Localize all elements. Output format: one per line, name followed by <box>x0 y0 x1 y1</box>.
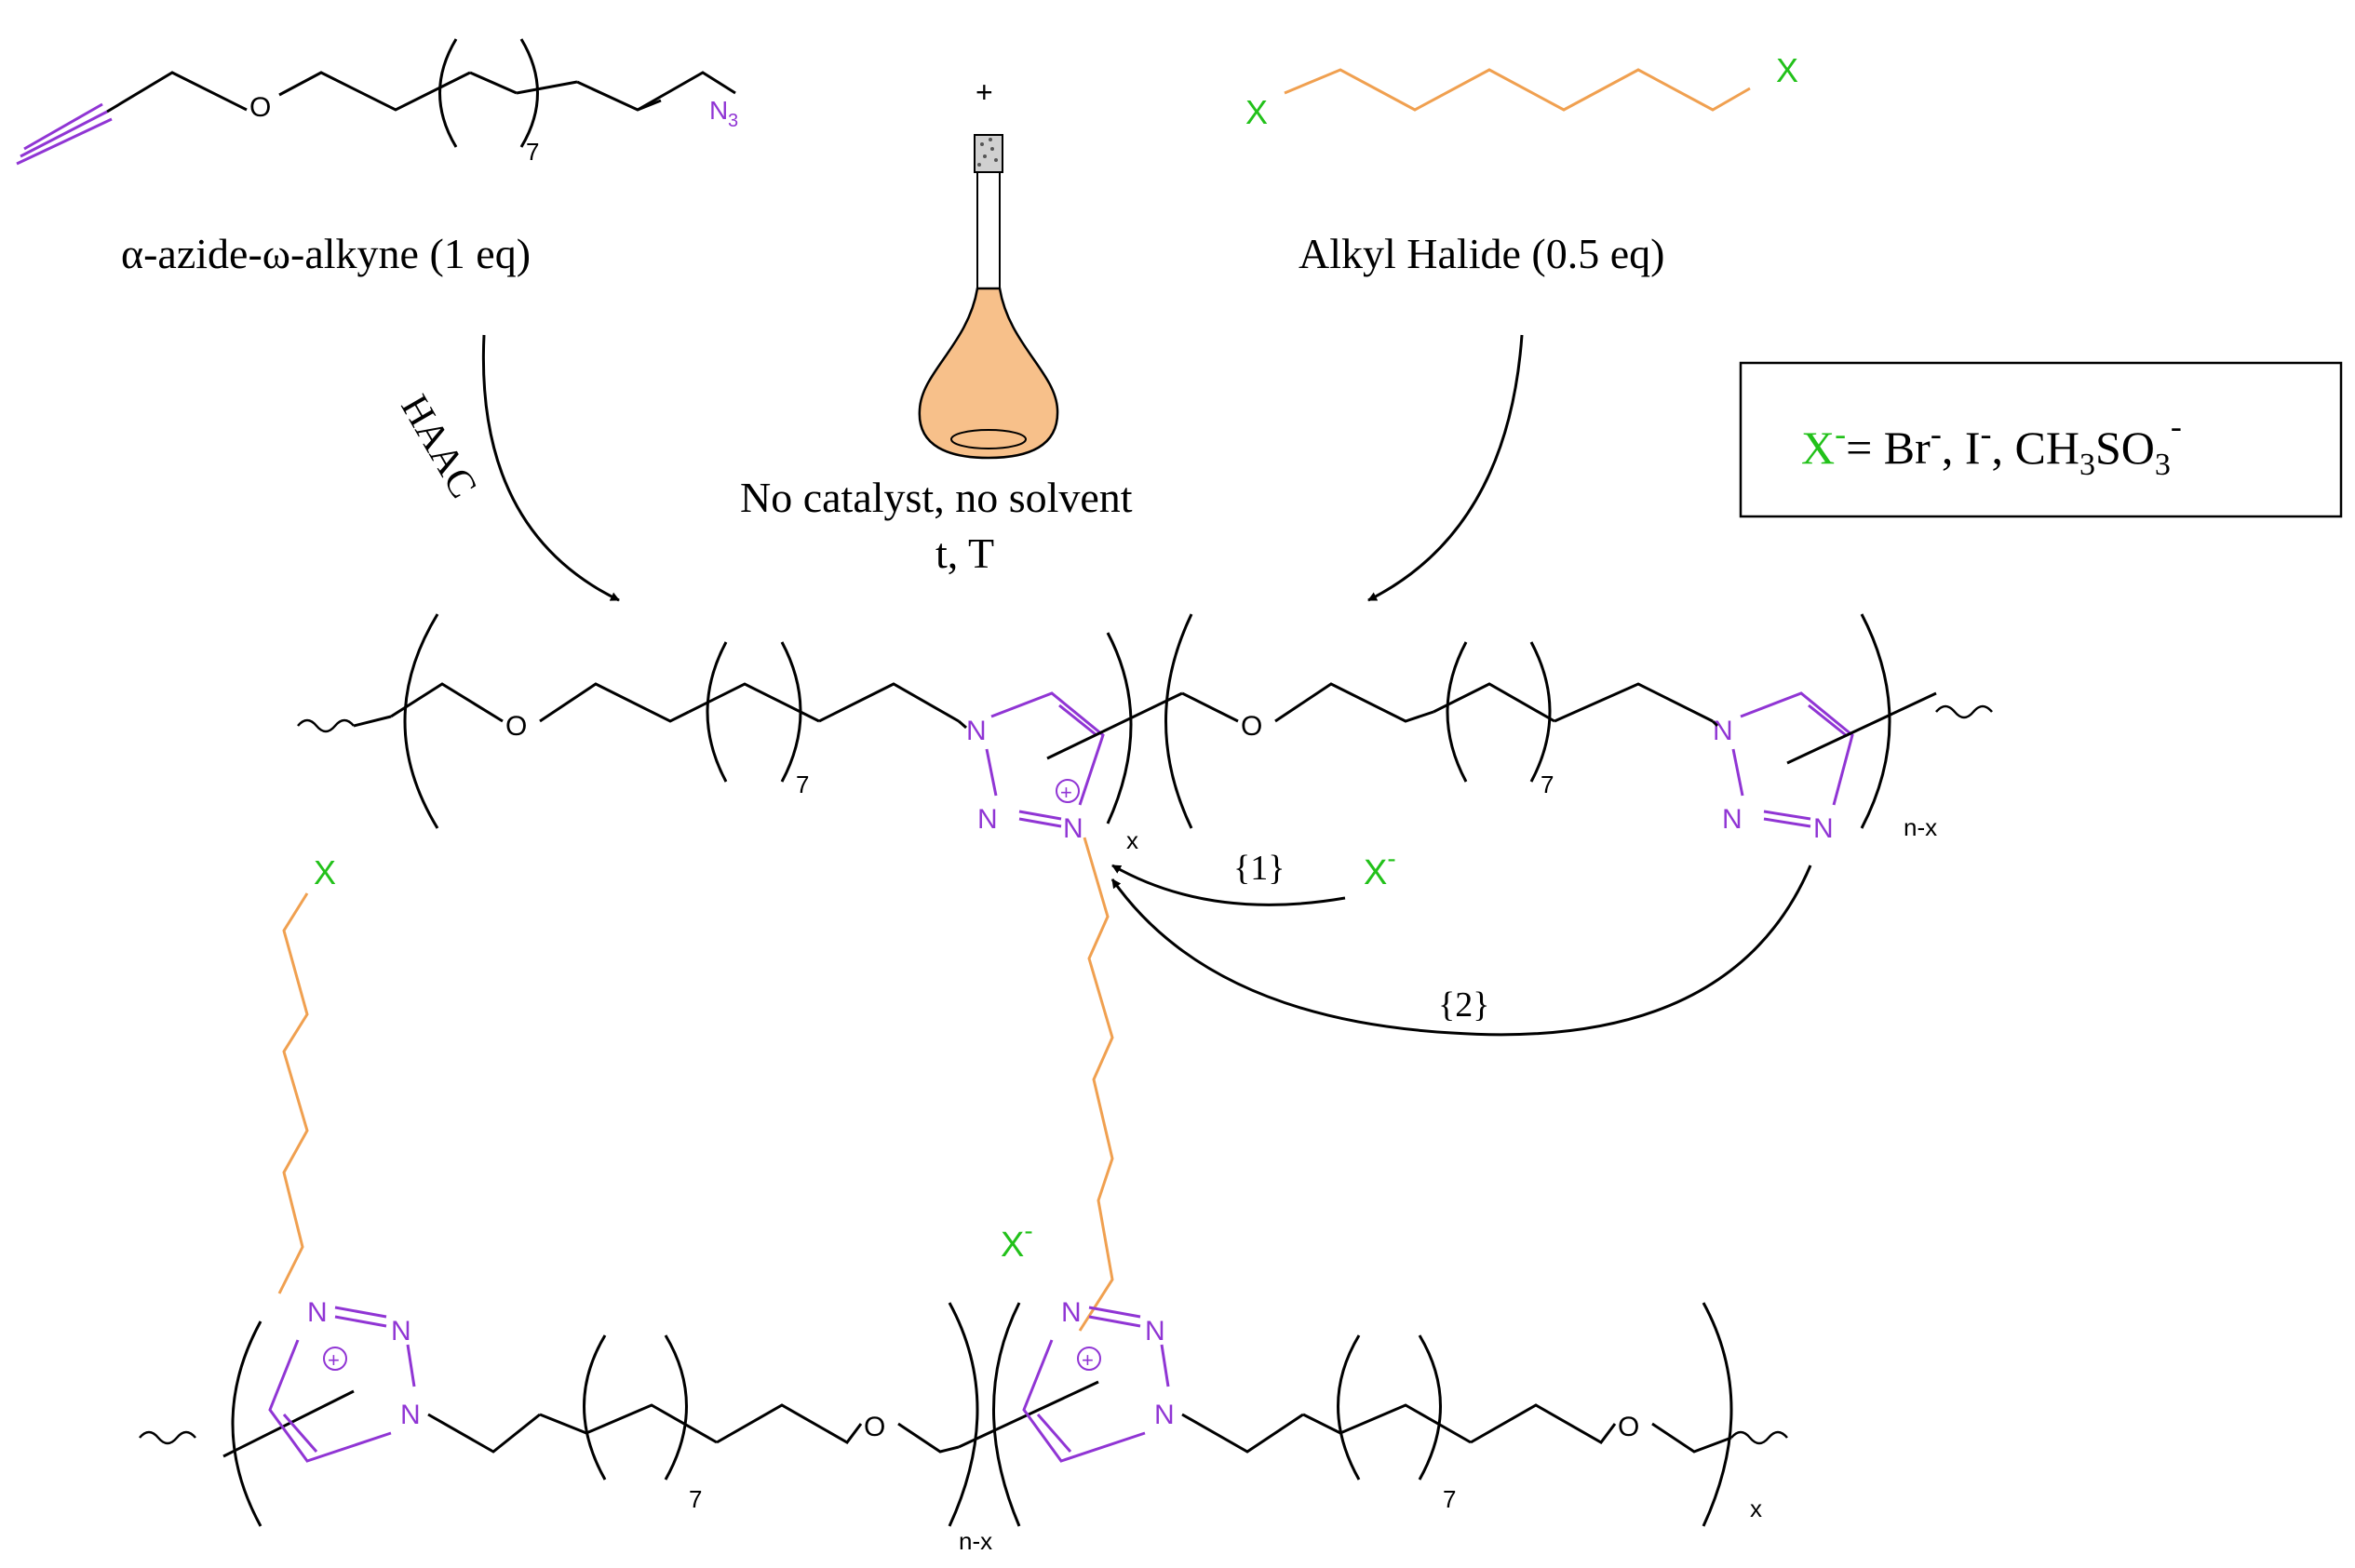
azide-alkyne-monomer: O 7 N 3 <box>16 38 738 166</box>
upper-n5: N <box>1722 804 1743 835</box>
lower-n1: N <box>307 1297 328 1328</box>
upper-rep7-a: 7 <box>796 771 809 798</box>
upper-x: x <box>1126 826 1138 854</box>
lower-rep7-b: 7 <box>1443 1485 1456 1513</box>
monomer-oxygen: O <box>249 92 271 123</box>
upper-rep7-b: 7 <box>1541 771 1554 798</box>
monomer-label: α-azide-ω-alkyne (1 eq) <box>121 230 531 277</box>
lower-n4: N <box>1061 1297 1082 1328</box>
lower-o2: O <box>1618 1412 1639 1442</box>
lower-n6: N <box>1154 1400 1175 1430</box>
flask-icon <box>918 134 1059 460</box>
upper-o1: O <box>505 711 527 742</box>
pathway-2-label: {2} <box>1438 985 1489 1025</box>
free-anion-x: X- <box>1364 844 1396 892</box>
upper-n3: N <box>1063 813 1083 844</box>
pathway-1-arrow <box>1111 864 1346 906</box>
right-reaction-arrow <box>1367 334 1524 602</box>
lower-rep7-a: 7 <box>689 1485 702 1513</box>
lower-plus1: + <box>328 1348 340 1372</box>
pathway-1-label: {1} <box>1233 849 1285 888</box>
anion-box: X-= Br-, I-, CH3SO3- <box>1739 361 2343 518</box>
lower-n2: N <box>391 1316 411 1347</box>
azide-sub-3: 3 <box>728 111 738 131</box>
conditions-line2: t, T <box>935 529 994 577</box>
lower-n5: N <box>1145 1316 1165 1347</box>
lower-n3: N <box>400 1400 421 1430</box>
haac-label: HAAC <box>392 388 484 505</box>
upper-plus: + <box>1060 781 1072 804</box>
pendant-x: X <box>314 853 336 891</box>
lower-x: x <box>1750 1494 1762 1522</box>
lower-o1: O <box>864 1412 885 1442</box>
left-reaction-arrow <box>481 334 620 602</box>
lower-nx: n-x <box>959 1527 992 1555</box>
lower-plus2: + <box>1082 1348 1094 1372</box>
halide-x-right: X <box>1776 51 1798 89</box>
plus-sign: + <box>976 75 993 109</box>
crosslink-chains: X X- <box>277 837 1114 1332</box>
halide-label: Alkyl Halide (0.5 eq) <box>1299 230 1664 277</box>
alkyl-halide: X X <box>1245 51 1798 131</box>
upper-o2: O <box>1241 711 1262 742</box>
anion-definition: X-= Br-, I-, CH3SO3- <box>1801 408 2182 482</box>
lower-polymer: N N N + O 7 n-x N N N + <box>139 1297 1788 1555</box>
upper-n2: N <box>977 804 998 835</box>
azide-n: N <box>709 96 728 125</box>
pathway-2-arrow <box>1110 864 1812 1037</box>
halide-x-left: X <box>1245 93 1268 131</box>
counter-anion-x: X- <box>1001 1216 1033 1265</box>
upper-nx: n-x <box>1904 813 1937 841</box>
repeat-count-7: 7 <box>526 138 539 166</box>
upper-n6: N <box>1813 813 1834 844</box>
upper-polymer: O 7 N N N + x O 7 <box>297 613 1993 854</box>
upper-n4: N <box>1713 716 1733 746</box>
conditions-line1: No catalyst, no solvent <box>740 474 1133 521</box>
upper-n1: N <box>966 716 987 746</box>
